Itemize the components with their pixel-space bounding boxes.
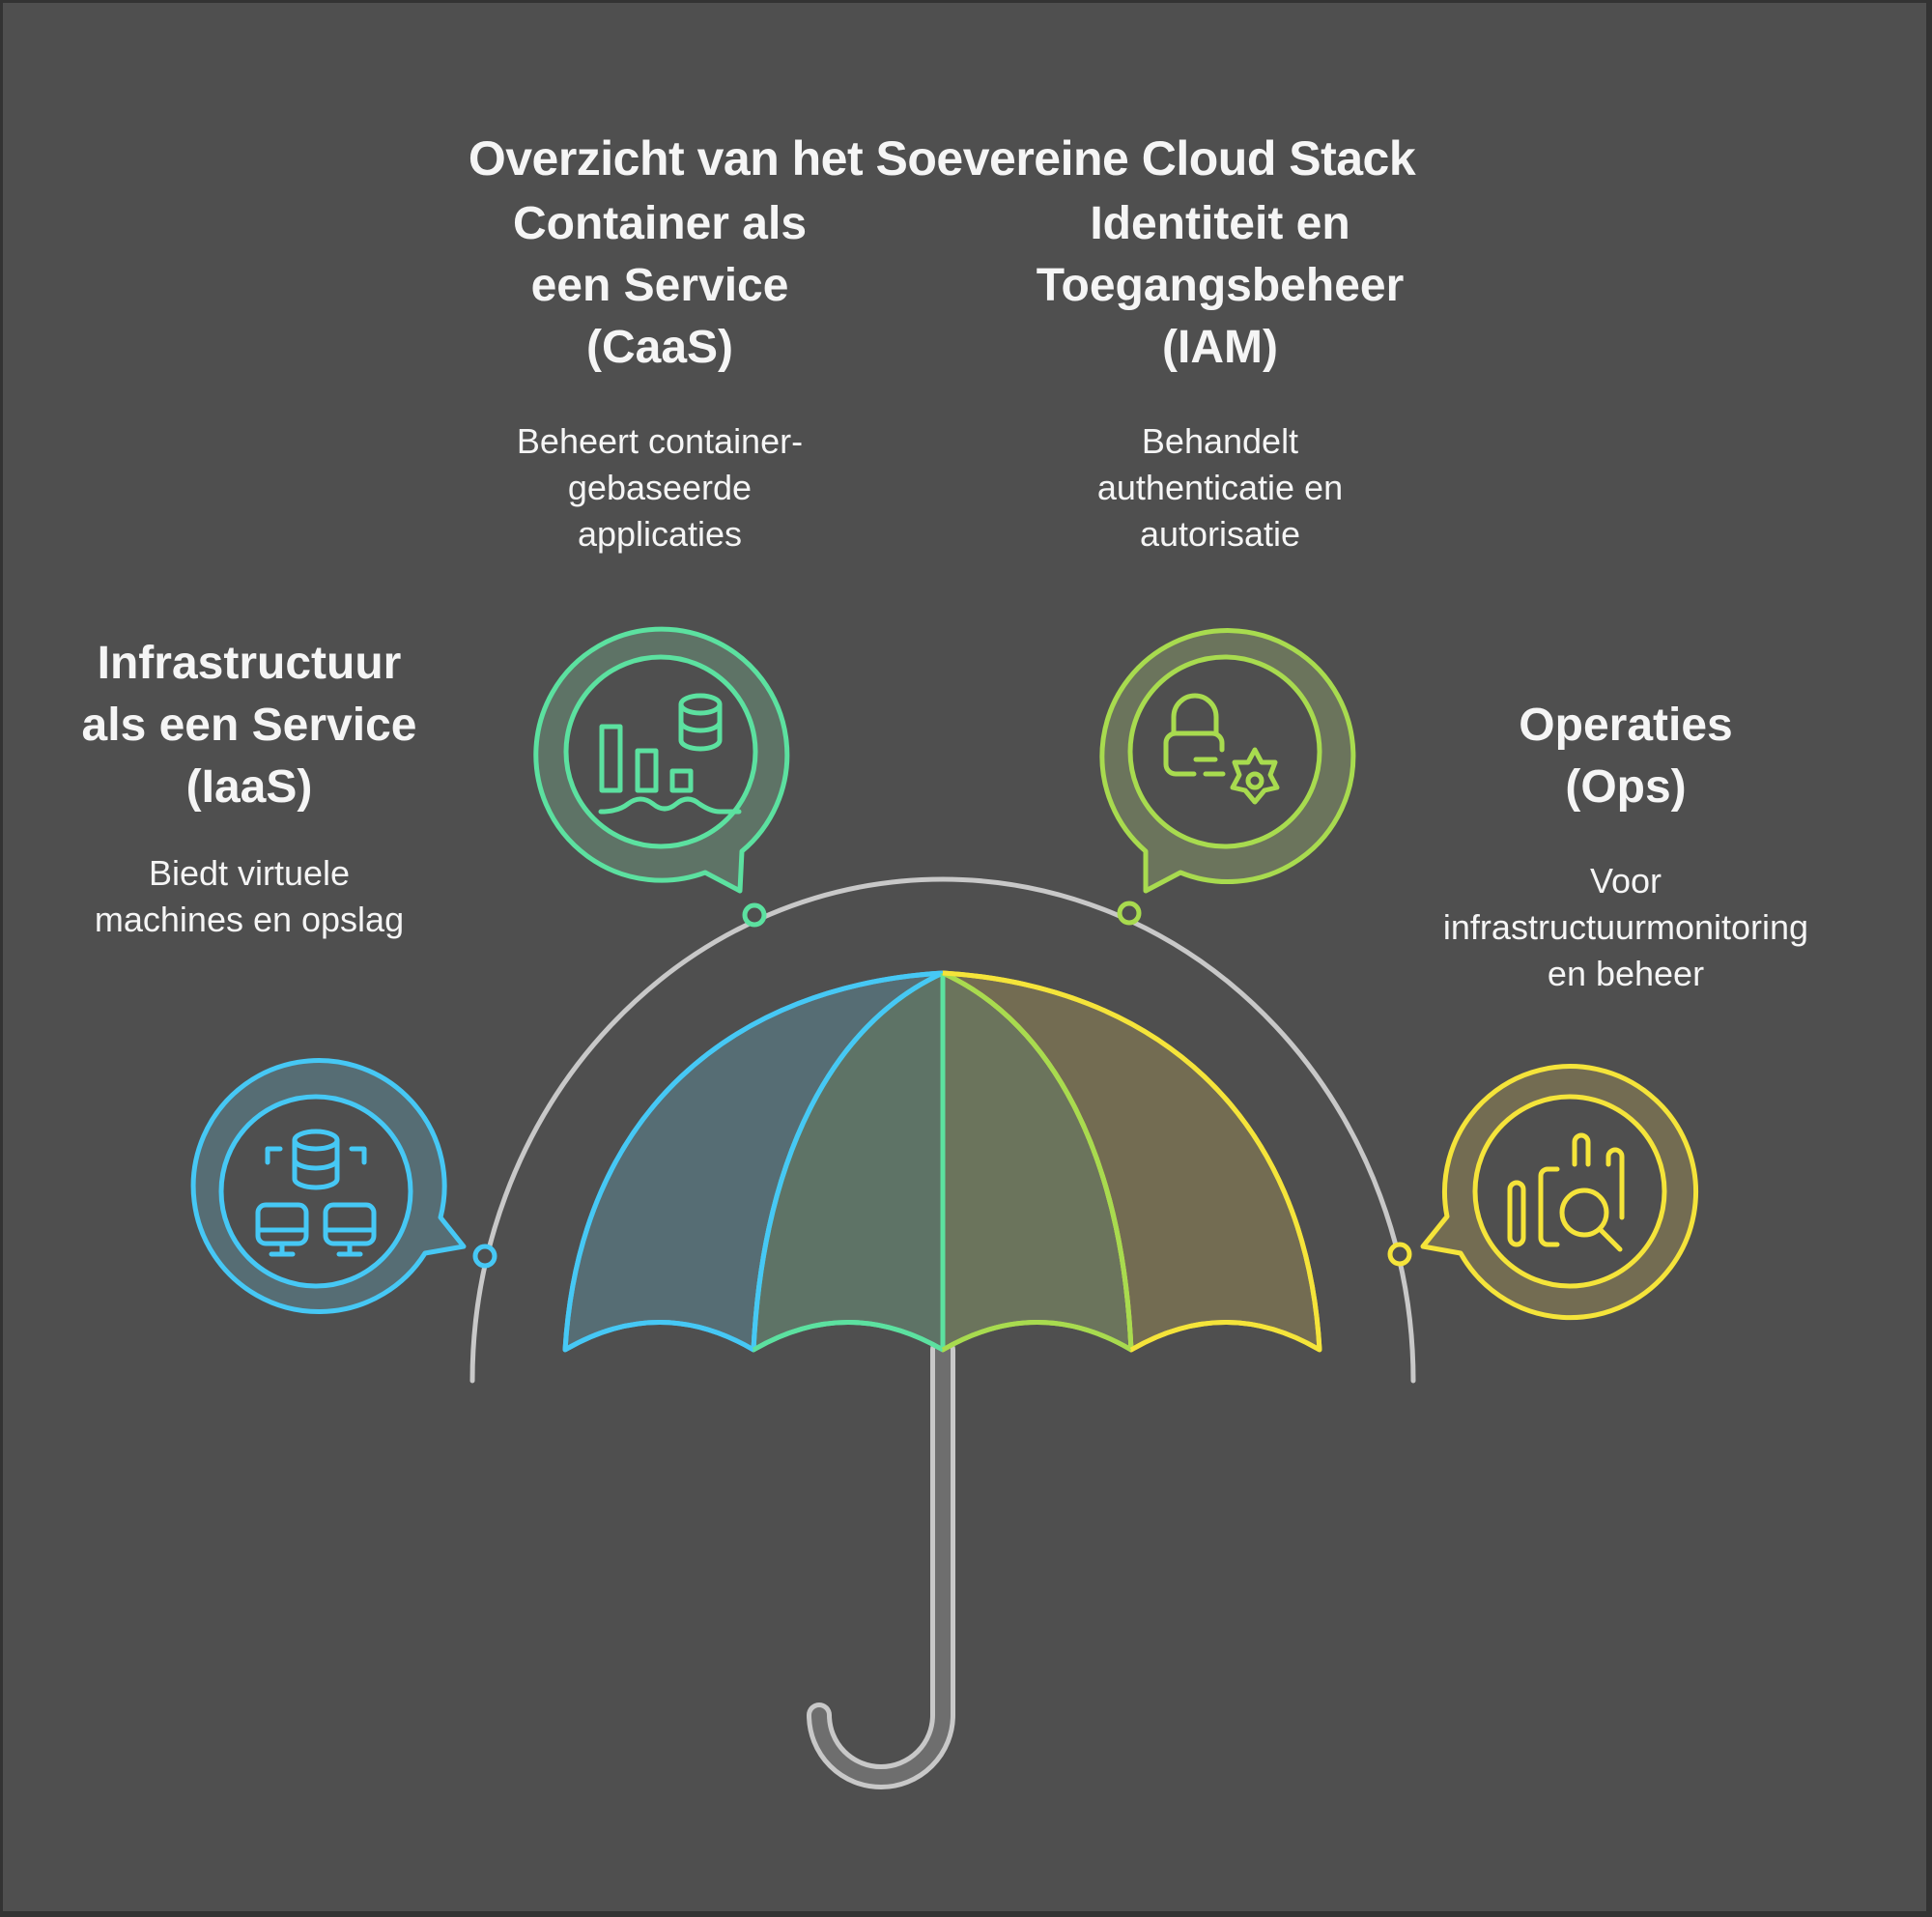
iam-heading-line: (IAM) bbox=[1162, 322, 1278, 373]
caas-description: Beheert container- gebaseerde applicatie… bbox=[467, 418, 853, 558]
umbrella-canopy bbox=[562, 970, 1322, 1353]
iaas-heading: Infrastructuur als een Service (IaaS) bbox=[56, 633, 442, 818]
lock-gear-icon bbox=[1163, 693, 1280, 805]
caas-bubble bbox=[533, 626, 790, 894]
diagram-title: Overzicht van het Soevereine Cloud Stack bbox=[468, 131, 1416, 186]
ops-heading-line: Operaties bbox=[1519, 700, 1733, 751]
caas-heading-line: Container als bbox=[512, 198, 808, 249]
iaas-heading-line: als een Service bbox=[81, 700, 417, 751]
caas-description-line: applicaties bbox=[577, 514, 743, 554]
iaas-connector-dot bbox=[472, 1244, 497, 1269]
ops-description-line: en beheer bbox=[1547, 954, 1705, 993]
iaas-heading-line: Infrastructuur bbox=[97, 638, 402, 689]
ops-description: Voor infrastructuurmonitoring en beheer bbox=[1384, 858, 1867, 997]
iaas-description-line: machines en opslag bbox=[94, 900, 405, 939]
iam-heading-line: Toegangsbeheer bbox=[1036, 260, 1405, 311]
caas-heading: Container als een Service (CaaS) bbox=[467, 193, 853, 379]
outer-arc bbox=[469, 876, 1416, 1384]
database-network-computers-icon bbox=[255, 1129, 377, 1257]
iam-description-line: authenticatie en bbox=[1096, 468, 1344, 507]
iam-heading: Identiteit en Toegangsbeheer (IAM) bbox=[1003, 193, 1437, 379]
iam-bubble bbox=[1099, 628, 1356, 894]
ops-bubble bbox=[1420, 1064, 1698, 1321]
caas-description-line: Beheert container- bbox=[516, 421, 804, 461]
caas-heading-line: een Service bbox=[530, 260, 789, 311]
bar-chart-database-waves-icon bbox=[598, 693, 742, 815]
caas-heading-line: (CaaS) bbox=[585, 322, 734, 373]
iam-description-line: Behandelt bbox=[1141, 421, 1299, 461]
iaas-bubble bbox=[190, 1058, 467, 1315]
ops-heading-line: (Ops) bbox=[1565, 761, 1687, 813]
caas-description-line: gebaseerde bbox=[567, 468, 753, 507]
bar-chart-magnifier-icon bbox=[1507, 1132, 1625, 1252]
iam-connector-dot bbox=[1117, 901, 1142, 926]
iaas-heading-line: (IaaS) bbox=[185, 761, 313, 813]
diagram-canvas: Overzicht van het Soevereine Cloud Stack… bbox=[3, 3, 1926, 1911]
iaas-description-line: Biedt virtuele bbox=[148, 853, 351, 893]
ops-description-line: infrastructuurmonitoring bbox=[1442, 907, 1809, 947]
ops-connector-dot bbox=[1387, 1242, 1412, 1267]
iam-heading-line: Identiteit en bbox=[1090, 198, 1350, 249]
ops-description-line: Voor bbox=[1589, 861, 1662, 901]
iam-description-line: autorisatie bbox=[1139, 514, 1301, 554]
umbrella-handle bbox=[807, 1337, 955, 1789]
ops-heading: Operaties (Ops) bbox=[1384, 695, 1867, 818]
iaas-description: Biedt virtuele machines en opslag bbox=[56, 850, 442, 943]
caas-connector-dot bbox=[742, 902, 767, 928]
iam-description: Behandelt authenticatie en autorisatie bbox=[1003, 418, 1437, 558]
